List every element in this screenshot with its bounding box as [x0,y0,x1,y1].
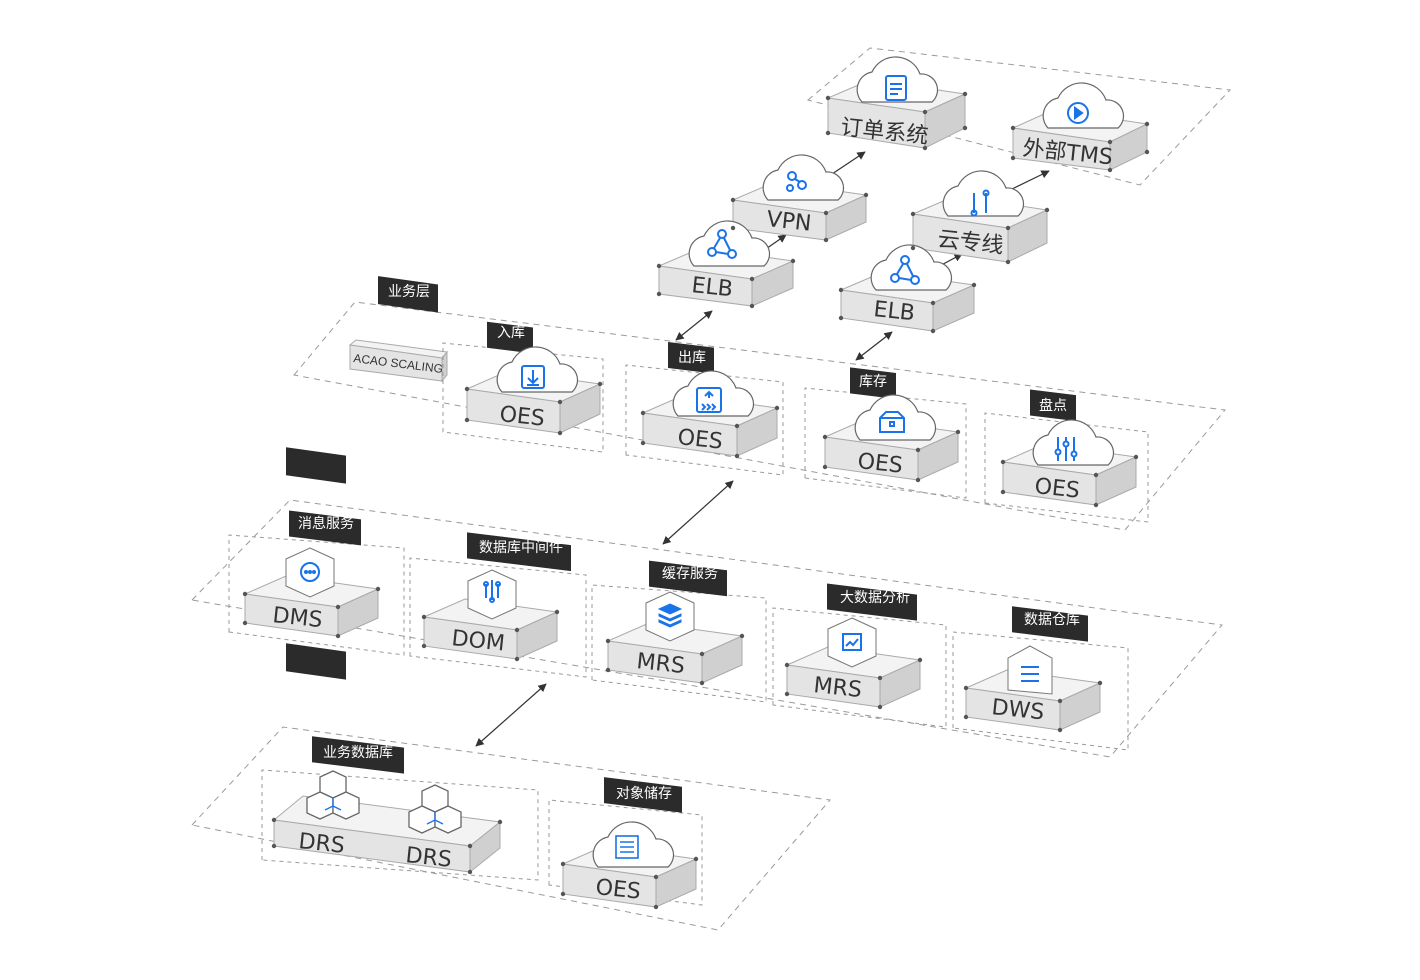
tag-business-layer: 业务层 [378,276,438,313]
arrow-oes-elb-left [675,310,713,341]
middleware-subframes [228,534,1129,751]
svg-text:数据仓库: 数据仓库 [1024,612,1080,628]
svg-text:ELB: ELB [872,297,916,326]
tag-middleware: 中间件 [286,447,346,498]
svg-text:MRS: MRS [812,673,863,703]
node-cloud-line: 云专线 [911,170,1049,263]
svg-text:盘点: 盘点 [1039,397,1067,414]
layers-icon [657,603,683,628]
arrow-middleware-database [475,683,547,747]
svg-text:ELB: ELB [690,273,734,302]
middleware-region [190,499,1223,758]
tag-inbound: 入库 [487,321,533,354]
tag-big-data: 大数据分析 [827,583,917,621]
svg-text:业务数据库: 业务数据库 [323,745,393,761]
node-order-system: 订单系统 [826,56,967,149]
link-icon [786,171,807,192]
tag-db-middleware: 数据库中间件 [467,532,571,572]
tag-cache-service: 缓存服务 [649,560,727,597]
svg-text:消息服务: 消息服务 [298,515,354,532]
load-balancer-icon [890,255,920,285]
node-dws: DWS [964,645,1102,731]
node-oes-inbound: OES [465,346,602,434]
node-external-tms: 外部TMS [1011,82,1149,171]
svg-text:入库: 入库 [497,325,525,341]
node-oes-storage: OES [561,821,698,908]
svg-text:DMS: DMS [271,603,323,633]
hexagon-cluster-icon [408,784,462,834]
node-oes-inventory: OES [823,394,960,481]
tag-database: 数据库 [286,643,346,725]
chat-icon [300,562,320,582]
node-elb-left: ELB [657,220,795,307]
business-subframes [442,342,1149,523]
node-oes-stocktake: OES [1001,419,1138,506]
acao-scaling-box: ACAO SCALING [348,339,448,383]
svg-text:OES: OES [498,402,546,432]
svg-text:OES: OES [676,425,724,455]
node-mrs-cache: MRS [606,591,744,684]
drs-label-2: DRS [404,843,453,873]
warehouse-icon [1021,666,1039,682]
svg-text:大数据分析: 大数据分析 [840,590,910,606]
tag-object-storage: 对象储存 [604,777,682,813]
svg-text:DWS: DWS [990,695,1045,725]
svg-text:OES: OES [594,875,642,905]
tag-message-service: 消息服务 [289,510,361,546]
arrow-cloudline-to-tms [1009,170,1050,191]
node-dom: DOM [422,569,559,660]
chart-icon [842,633,862,651]
svg-text:VPN: VPN [765,207,812,237]
node-elb-right: ELB [839,244,976,332]
svg-text:MRS: MRS [635,649,686,679]
tag-biz-database: 业务数据库 [312,736,404,774]
download-icon [521,365,545,389]
node-mrs-analysis: MRS [785,617,922,708]
tag-stocktake: 盘点 [1030,389,1076,422]
svg-text:OES: OES [856,449,904,479]
tag-inventory: 库存 [850,367,896,400]
business-layer-region [293,301,1226,531]
node-dms: DMS [243,547,380,637]
svg-text:DOM: DOM [450,626,506,656]
tag-outbound: 出库 [668,342,714,374]
svg-text:数据库: 数据库 [296,709,338,725]
svg-text:数据库中间件: 数据库中间件 [479,540,563,556]
load-balancer-icon [707,229,737,259]
tag-data-warehouse: 数据仓库 [1012,606,1088,642]
sliders-icon [1054,437,1078,461]
svg-text:OES: OES [1033,474,1081,504]
svg-text:出库: 出库 [678,350,706,366]
drs-label-1: DRS [297,829,346,859]
corner-dots [242,91,1150,910]
svg-text:业务层: 业务层 [388,284,430,300]
svg-text:中间件: 中间件 [296,482,338,498]
clipboard-icon [885,75,907,101]
refresh-play-icon [1067,102,1089,124]
top-external-region [806,47,1232,186]
svg-text:缓存服务: 缓存服务 [662,566,718,582]
database-subframes [261,769,703,906]
svg-text:库存: 库存 [859,374,887,390]
svg-text:对象储存: 对象储存 [616,786,672,802]
node-vpn: VPN [731,154,868,241]
group-regions [190,47,1232,931]
box-icon [879,411,905,433]
upload-forward-icon [696,387,722,413]
database-region [191,726,831,931]
cloud-line-icon [970,189,990,217]
storage-icon [615,835,639,859]
hexagon-cluster-icon [306,770,360,820]
node-oes-outbound: OES [641,370,779,457]
circuit-icon [483,580,501,603]
arrow-oes-elb-right [855,331,893,361]
arrow-business-middleware [662,480,734,545]
